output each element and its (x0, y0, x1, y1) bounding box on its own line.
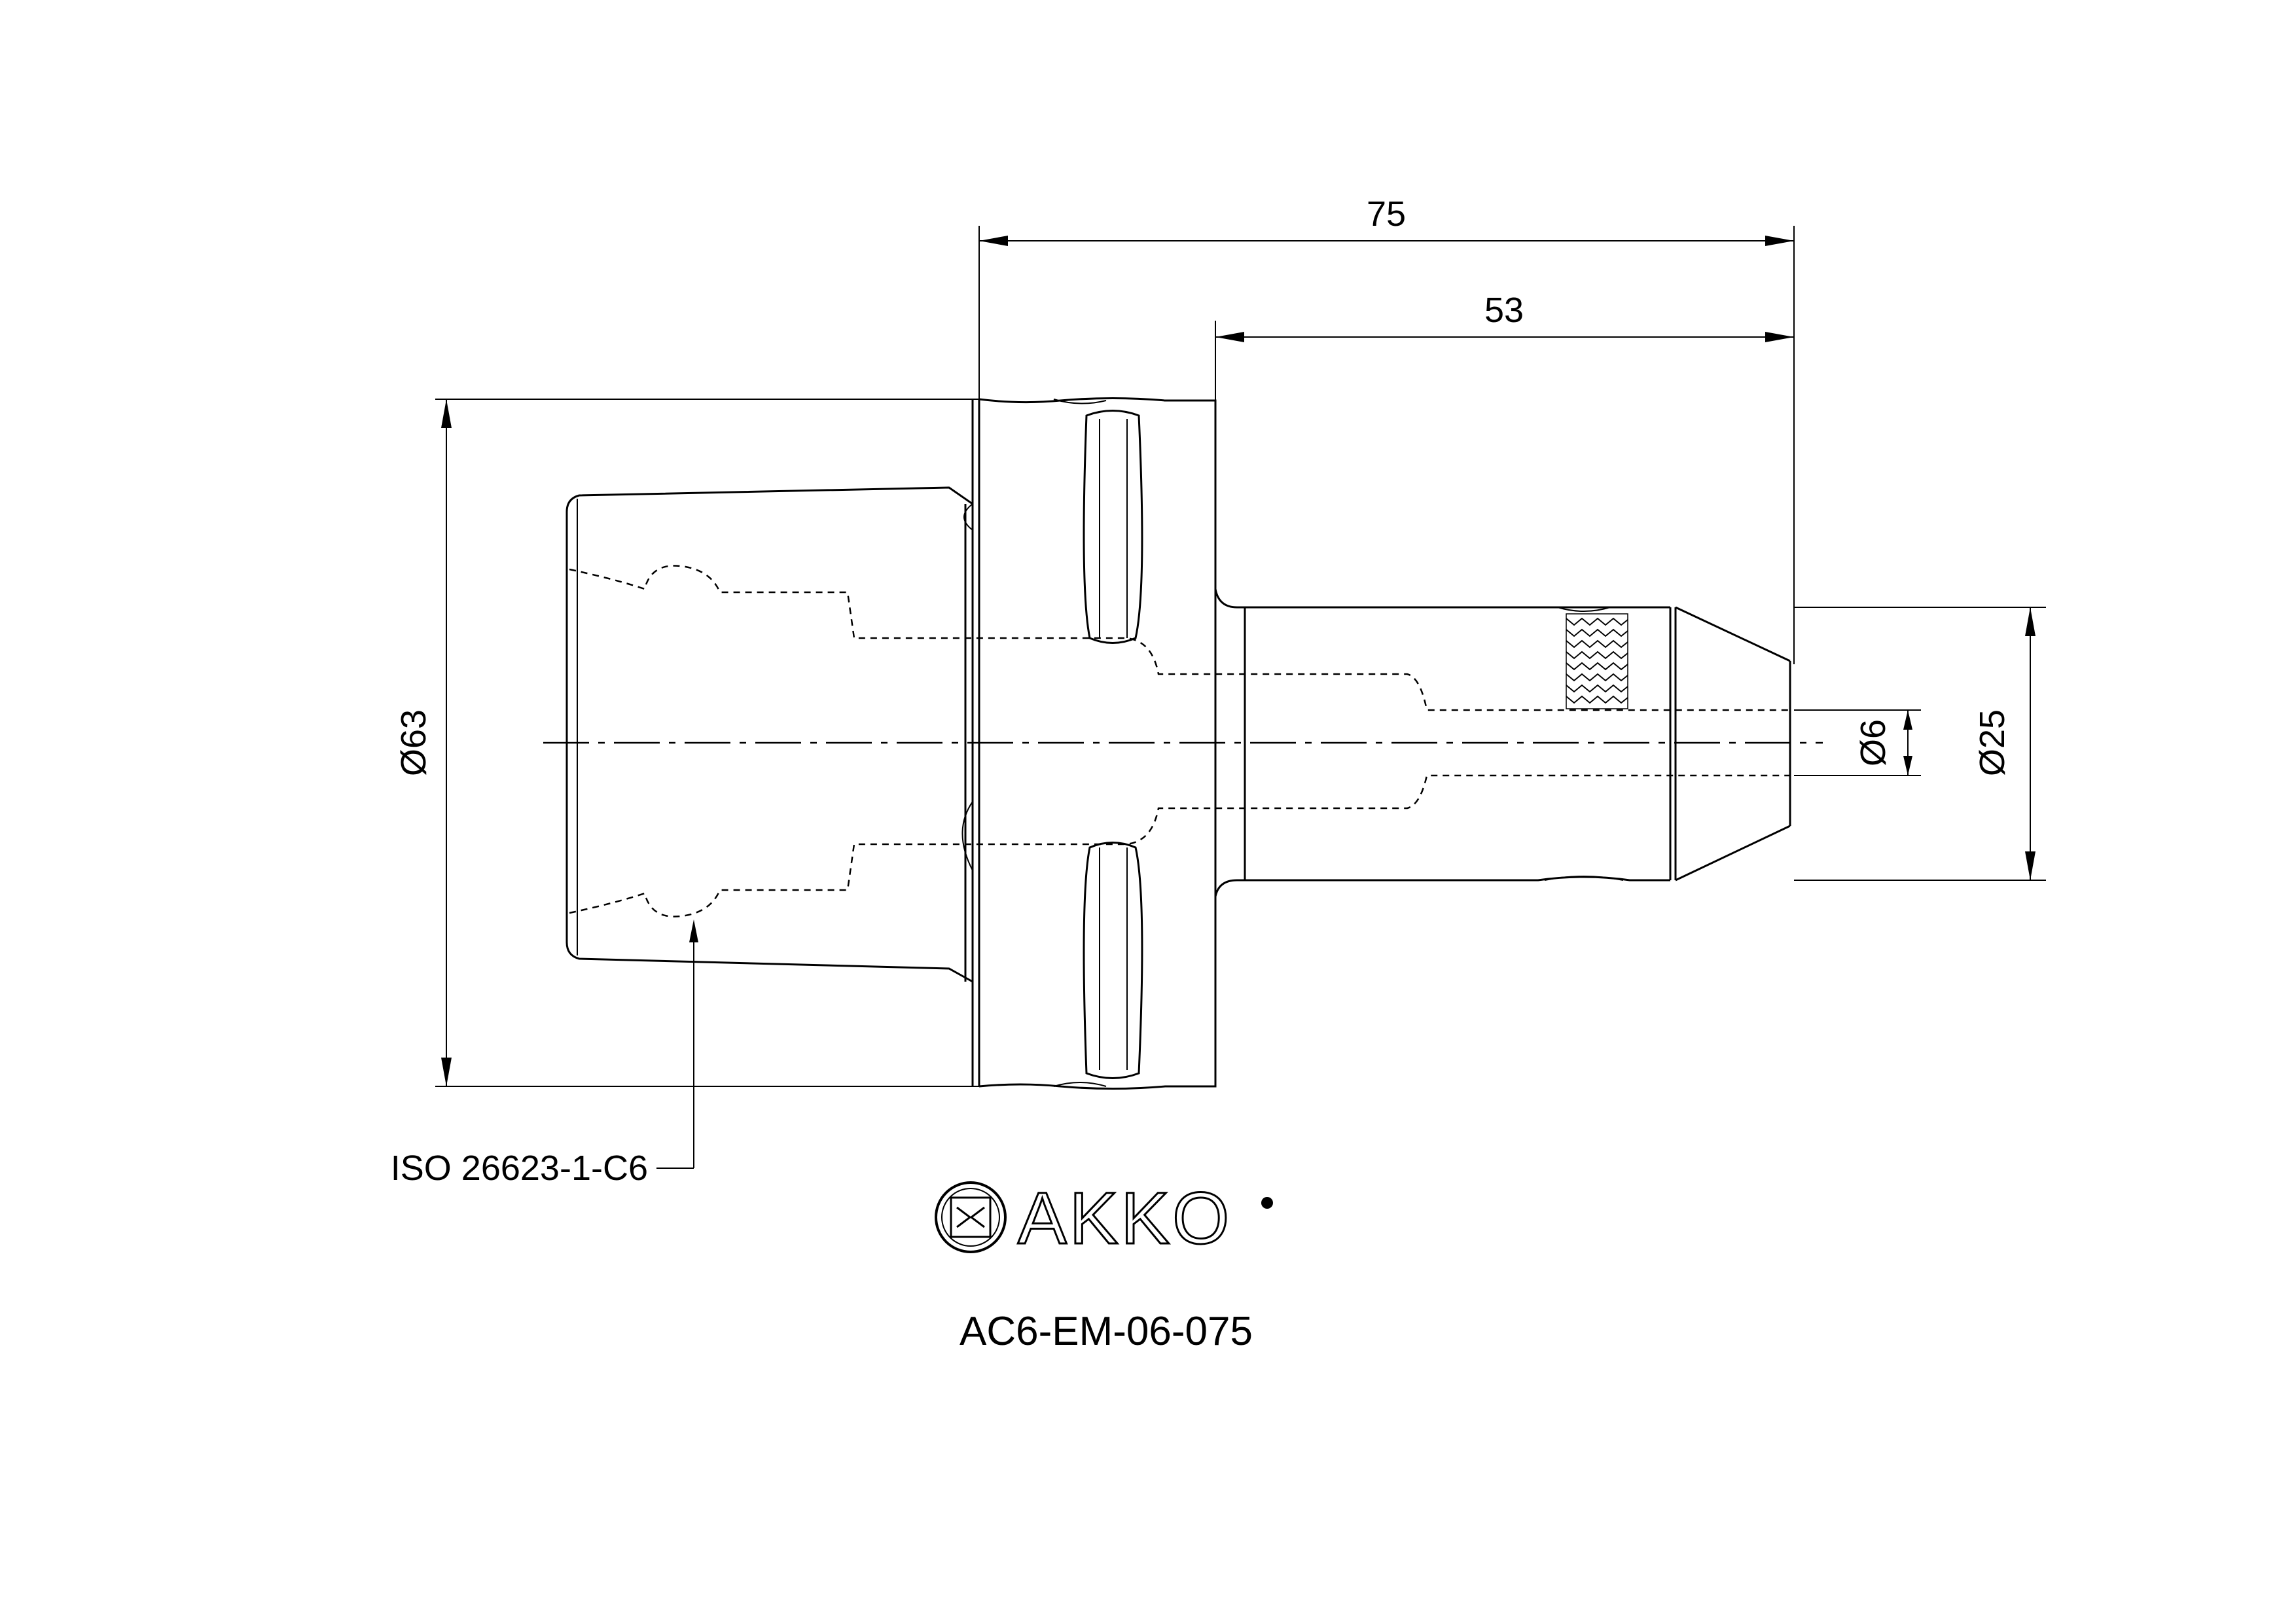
interface-leader: ISO 26623-1-C6 (391, 919, 698, 1188)
dimension-25-label: Ø25 (1973, 709, 2012, 776)
coupling-taper (565, 486, 974, 984)
flange-body (971, 397, 1217, 1090)
dimension-body-diameter: Ø63 (394, 399, 452, 1086)
dimension-bore-diameter: Ø6 (1854, 710, 1912, 776)
hidden-internal-contour (569, 565, 1790, 918)
akko-logo: AKKO (935, 1177, 1273, 1260)
dimension-overall-length: 75 (979, 194, 1794, 246)
dimension-6-label: Ø6 (1854, 719, 1893, 766)
interface-standard-label: ISO 26623-1-C6 (391, 1149, 648, 1188)
dimension-53-label: 53 (1484, 291, 1524, 330)
extension-lines (435, 226, 2046, 1087)
dimension-gauge-length: 53 (1215, 291, 1794, 342)
thread-pattern (1566, 613, 1628, 709)
dimension-shank-diameter: Ø25 (1973, 607, 2036, 880)
part-number: AC6-EM-06-075 (960, 1309, 1253, 1354)
logo-wordmark: AKKO (1018, 1177, 1232, 1259)
shank (1214, 588, 1791, 897)
dimension-75-label: 75 (1367, 194, 1406, 234)
dimension-63-label: Ø63 (394, 709, 433, 776)
